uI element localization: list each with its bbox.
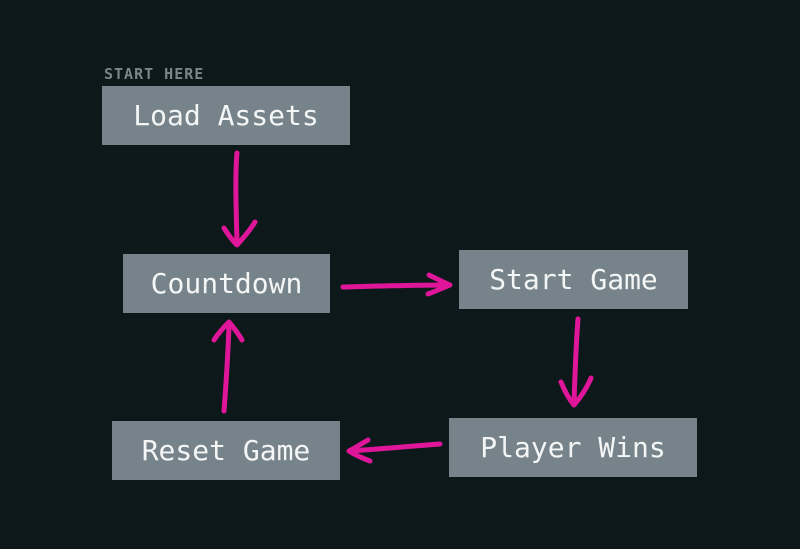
arrow-start-to-player (558, 316, 594, 408)
node-countdown: Countdown (123, 254, 330, 313)
start-here-label: START HERE (104, 65, 205, 83)
node-start-game: Start Game (459, 250, 688, 309)
arrow-load-to-countdown (221, 150, 258, 248)
node-load-assets: Load Assets (102, 86, 350, 145)
arrow-reset-to-countdown (211, 319, 245, 414)
arrow-player-to-reset (346, 437, 443, 464)
node-reset-game: Reset Game (112, 421, 340, 480)
node-player-wins: Player Wins (449, 418, 697, 477)
arrow-countdown-to-start (340, 272, 453, 297)
